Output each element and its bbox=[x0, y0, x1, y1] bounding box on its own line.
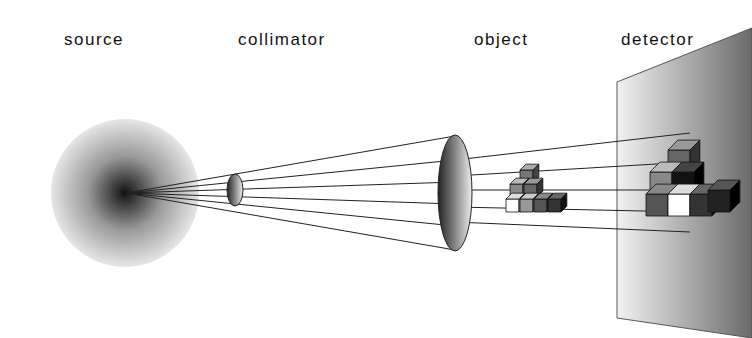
part-label: object bbox=[474, 30, 528, 50]
part-label: source bbox=[64, 30, 124, 50]
part-label: collimator bbox=[238, 30, 326, 50]
detector-panel bbox=[617, 28, 752, 338]
rays bbox=[126, 133, 690, 250]
cubes bbox=[506, 140, 740, 216]
part-label: detector bbox=[621, 30, 694, 50]
collimator-lens bbox=[227, 174, 243, 206]
source-glow bbox=[51, 119, 199, 267]
aperture-lens bbox=[438, 135, 472, 251]
